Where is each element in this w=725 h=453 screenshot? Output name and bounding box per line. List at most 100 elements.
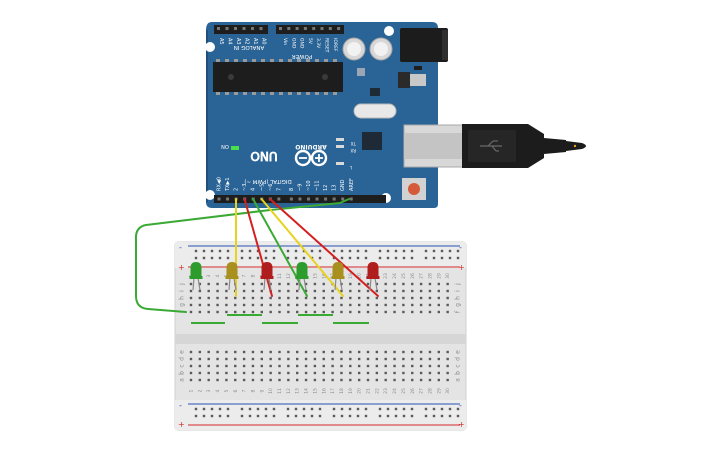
breadboard-hole[interactable] [242, 378, 246, 382]
rail-hole[interactable] [294, 249, 298, 253]
breadboard-hole[interactable] [189, 371, 193, 375]
rail-hole[interactable] [432, 407, 436, 411]
rail-hole[interactable] [394, 407, 398, 411]
rail-hole[interactable] [356, 256, 360, 260]
breadboard-hole[interactable] [251, 289, 255, 293]
breadboard-hole[interactable] [216, 357, 219, 361]
breadboard-hole[interactable] [419, 303, 423, 307]
rail-hole[interactable] [256, 407, 260, 411]
breadboard-hole[interactable] [216, 303, 219, 307]
breadboard-hole[interactable] [225, 350, 228, 354]
rail-hole[interactable] [378, 414, 382, 418]
led-2[interactable] [225, 262, 239, 291]
breadboard-hole[interactable] [260, 364, 263, 368]
breadboard-hole[interactable] [446, 310, 449, 314]
breadboard-hole[interactable] [304, 289, 308, 293]
rail-hole[interactable] [332, 407, 336, 411]
rail-hole[interactable] [202, 256, 206, 260]
rail-hole[interactable] [272, 256, 276, 260]
breadboard-hole[interactable] [322, 296, 325, 300]
breadboard-hole[interactable] [384, 310, 387, 314]
breadboard-hole[interactable] [437, 296, 440, 300]
rail-hole[interactable] [302, 407, 306, 411]
rail-hole[interactable] [194, 414, 198, 418]
wire-pin4-green[interactable] [252, 198, 308, 297]
breadboard-hole[interactable] [225, 357, 228, 361]
breadboard-hole[interactable] [287, 378, 290, 382]
breadboard-hole[interactable] [296, 378, 299, 382]
led-5[interactable] [331, 262, 345, 291]
breadboard-hole[interactable] [375, 310, 379, 314]
breadboard-hole[interactable] [393, 303, 396, 307]
breadboard-hole[interactable] [296, 282, 299, 286]
breadboard-hole[interactable] [207, 310, 210, 314]
breadboard-hole[interactable] [234, 357, 237, 361]
breadboard-hole[interactable] [428, 357, 432, 361]
breadboard-hole[interactable] [384, 303, 387, 307]
breadboard-hole[interactable] [446, 357, 449, 361]
breadboard-hole[interactable] [207, 371, 210, 375]
breadboard-hole[interactable] [402, 350, 405, 354]
breadboard-hole[interactable] [402, 364, 405, 368]
rail-hole[interactable] [440, 414, 444, 418]
breadboard-hole[interactable] [331, 289, 334, 293]
breadboard-hole[interactable] [296, 364, 299, 368]
breadboard-hole[interactable] [269, 357, 272, 361]
breadboard-hole[interactable] [287, 357, 290, 361]
breadboard-hole[interactable] [349, 310, 352, 314]
rail-hole[interactable] [432, 414, 436, 418]
breadboard-hole[interactable] [225, 303, 228, 307]
rail-hole[interactable] [256, 256, 260, 260]
breadboard-hole[interactable] [189, 296, 193, 300]
breadboard-hole[interactable] [225, 296, 228, 300]
breadboard-hole[interactable] [269, 371, 272, 375]
breadboard-hole[interactable] [260, 303, 263, 307]
breadboard[interactable]: - + - + - + - + 112233445566778899101011… [174, 241, 467, 431]
breadboard-hole[interactable] [393, 364, 396, 368]
breadboard-hole[interactable] [189, 310, 193, 314]
rail-hole[interactable] [210, 249, 214, 253]
breadboard-hole[interactable] [349, 296, 352, 300]
led-1[interactable] [189, 262, 203, 291]
breadboard-hole[interactable] [269, 364, 272, 368]
digital-header-pin[interactable] [315, 197, 319, 201]
rail-hole[interactable] [386, 414, 390, 418]
breadboard-hole[interactable] [242, 282, 246, 286]
breadboard-hole[interactable] [375, 357, 379, 361]
rail-hole[interactable] [386, 256, 390, 260]
breadboard-hole[interactable] [304, 371, 308, 375]
rail-hole[interactable] [310, 249, 314, 253]
breadboard-hole[interactable] [269, 310, 272, 314]
rail-hole[interactable] [218, 414, 222, 418]
breadboard-hole[interactable] [251, 357, 255, 361]
breadboard-hole[interactable] [411, 357, 414, 361]
breadboard-hole[interactable] [216, 282, 219, 286]
rail-hole[interactable] [218, 249, 222, 253]
breadboard-hole[interactable] [366, 303, 370, 307]
header-pin[interactable] [225, 27, 229, 30]
header-pin[interactable] [217, 27, 220, 30]
breadboard-hole[interactable] [446, 350, 449, 354]
digital-header-pin[interactable] [307, 197, 310, 201]
breadboard-hole[interactable] [198, 364, 202, 368]
breadboard-hole[interactable] [428, 289, 432, 293]
rail-hole[interactable] [272, 414, 276, 418]
rail-hole[interactable] [318, 249, 322, 253]
rail-hole[interactable] [286, 256, 290, 260]
breadboard-hole[interactable] [357, 303, 361, 307]
breadboard-hole[interactable] [366, 364, 370, 368]
breadboard-hole[interactable] [411, 282, 414, 286]
rail-hole[interactable] [432, 249, 436, 253]
breadboard-hole[interactable] [198, 310, 202, 314]
rail-hole[interactable] [394, 249, 398, 253]
breadboard-hole[interactable] [393, 378, 396, 382]
breadboard-hole[interactable] [189, 303, 193, 307]
digital-header-pin[interactable] [332, 197, 336, 201]
breadboard-hole[interactable] [234, 378, 237, 382]
breadboard-hole[interactable] [349, 364, 352, 368]
breadboard-hole[interactable] [349, 350, 352, 354]
breadboard-hole[interactable] [322, 371, 325, 375]
breadboard-hole[interactable] [234, 303, 237, 307]
rail-hole[interactable] [286, 414, 290, 418]
breadboard-hole[interactable] [366, 310, 370, 314]
